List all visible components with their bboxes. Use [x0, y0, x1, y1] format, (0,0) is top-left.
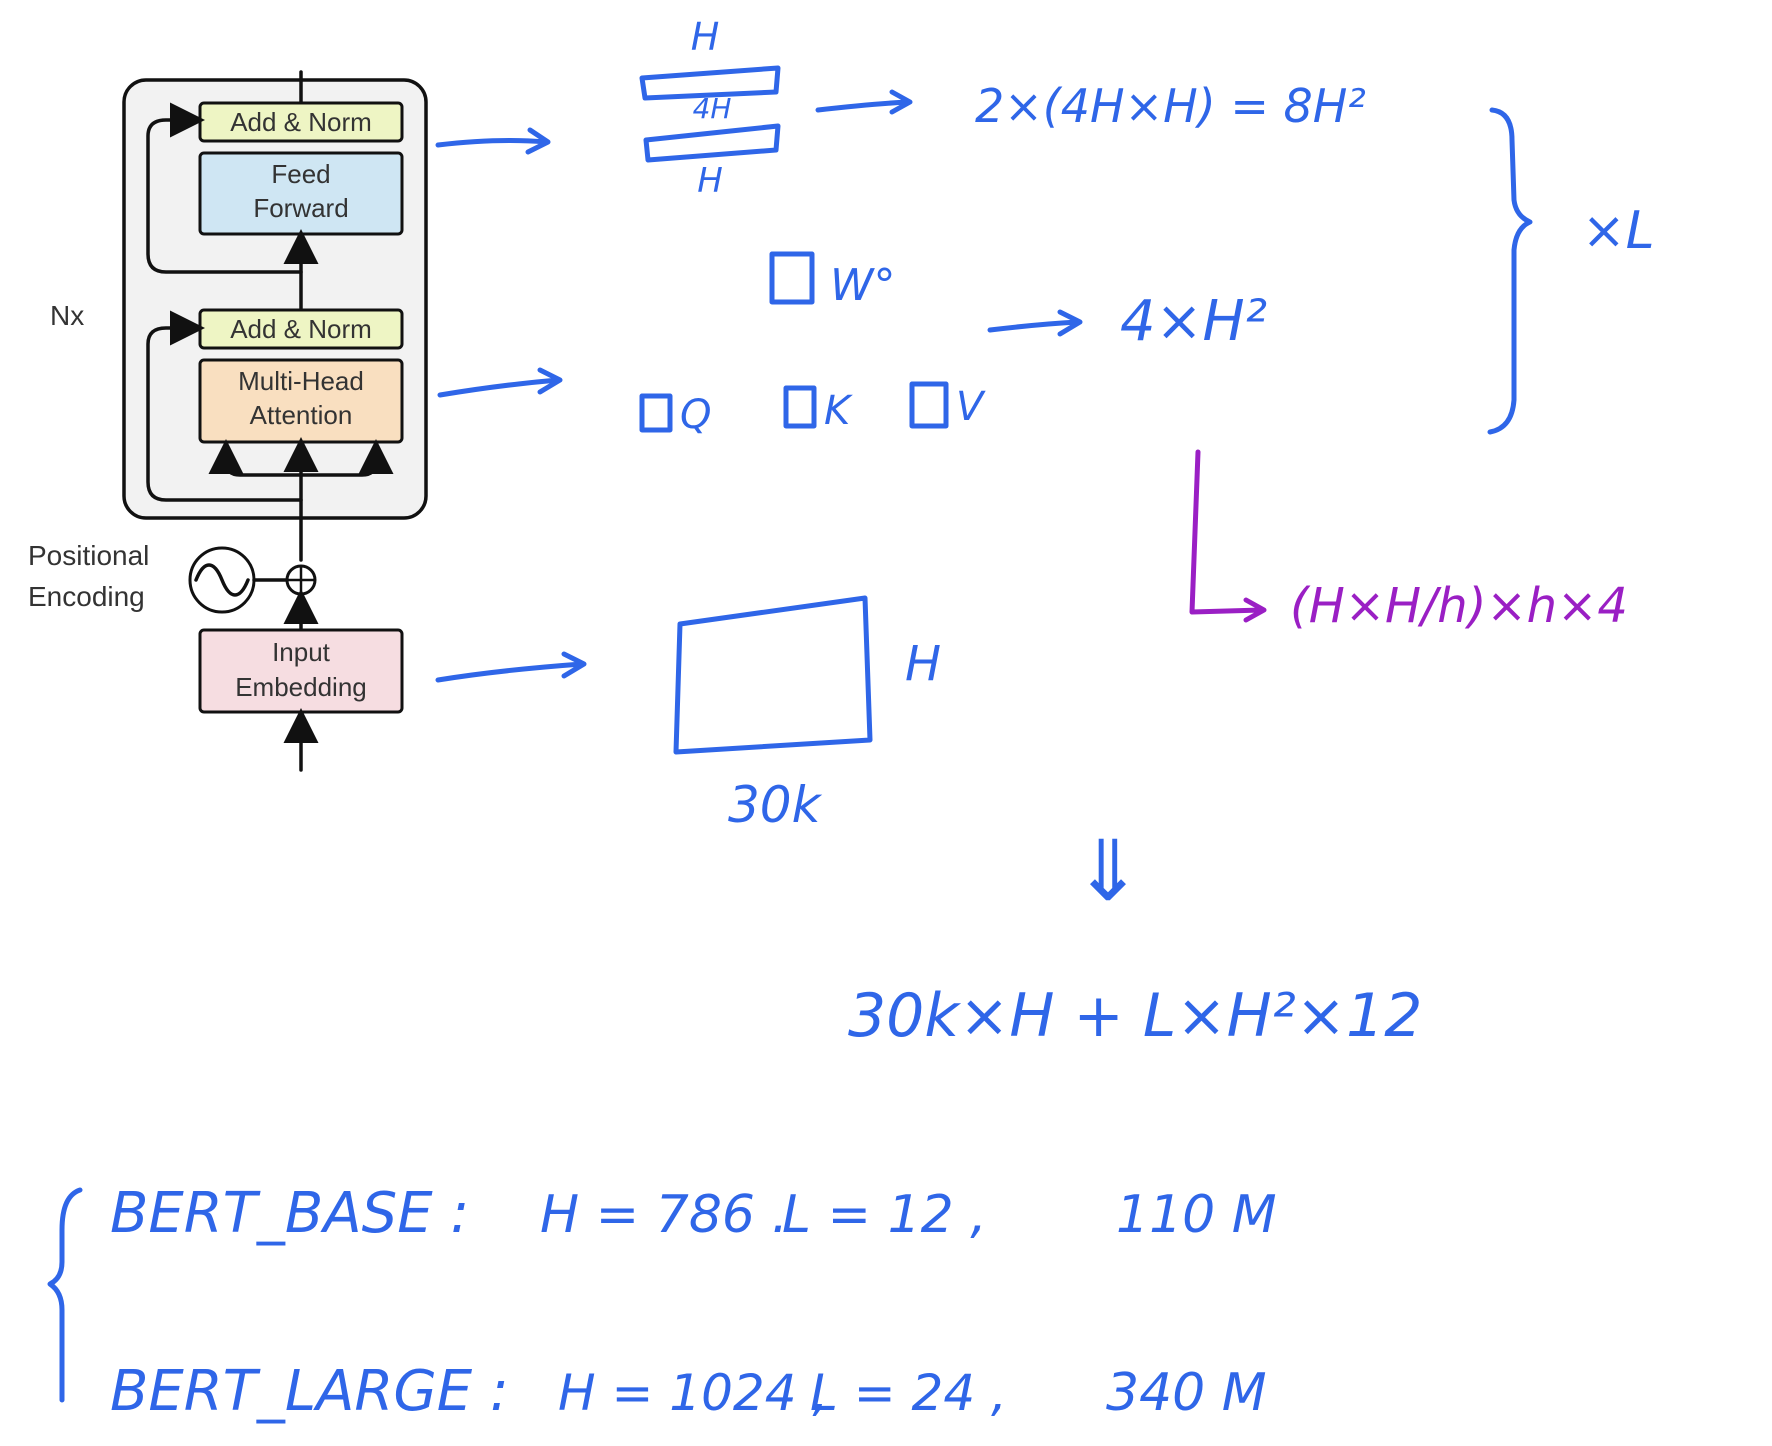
feed-forward-label-1: Feed — [271, 159, 330, 189]
bert-brace — [47, 1187, 83, 1403]
embed-30k-label: 30k — [728, 776, 823, 834]
ffn-formula: 2×(4H×H) = 8H² — [975, 79, 1366, 133]
v-matrix-icon — [909, 381, 949, 429]
bert-large-l: L = 24 , — [810, 1364, 1007, 1422]
head-breakdown-arrow — [1189, 449, 1267, 623]
q-label: Q — [680, 392, 711, 438]
bert-base-params: 110 M — [1116, 1185, 1277, 1245]
ffn-add-norm-label: Add & Norm — [230, 107, 372, 137]
head-formula: (H×H/h)×h×4 — [1290, 578, 1628, 634]
ffn-result-arrow — [815, 89, 913, 115]
encoder-panel — [122, 78, 428, 520]
attn-formula: 4×H² — [1120, 289, 1267, 354]
attn-residual-arrow — [146, 310, 303, 502]
ffn-w2-matrix — [643, 123, 781, 163]
ffn-residual-arrow — [146, 102, 303, 274]
layer-brace — [1487, 107, 1533, 435]
sine-wave-curve — [194, 563, 250, 597]
bert-base-h: H = 786 . — [540, 1185, 788, 1245]
mha-v-arrow — [299, 439, 394, 477]
bert-large-label: BERT_LARGE : — [110, 1359, 509, 1424]
v-label: V — [956, 384, 986, 430]
k-label: K — [824, 388, 853, 434]
q-matrix-icon — [639, 393, 673, 433]
k-matrix-icon — [783, 385, 817, 429]
ffn-w1-matrix — [639, 65, 781, 101]
embed-h-label: H — [905, 636, 941, 692]
ffn-4h-label: 4H — [693, 92, 732, 125]
mha-k-arrow — [208, 439, 303, 477]
wo-matrix-icon — [769, 251, 815, 305]
ffn-h-bottom: H — [697, 161, 723, 201]
ffn-h-top: H — [691, 15, 720, 59]
mha-label-2: Attention — [250, 400, 353, 430]
bert-large-h: H = 1024 , — [558, 1364, 828, 1422]
bert-base-l: L = 12 , — [782, 1185, 987, 1245]
total-formula: 30k×H + L×H²×12 — [848, 981, 1422, 1051]
input-embedding-label-1: Input — [272, 637, 331, 667]
embedding-matrix — [673, 595, 873, 755]
embed-pointer-arrow — [435, 651, 587, 683]
attn-pointer-arrow — [437, 367, 563, 398]
mha-label-1: Multi-Head — [238, 366, 364, 396]
wo-label: W° — [830, 260, 896, 311]
transformer-encoder-diagram: Nx Add & Norm Feed Forward Add & Norm Mu… — [28, 70, 428, 772]
attn-result-arrow — [987, 309, 1083, 337]
ffn-pointer-arrow — [435, 127, 551, 155]
positional-encoding-label-2: Encoding — [28, 581, 145, 612]
feed-forward-label-2: Forward — [253, 193, 348, 223]
positional-encoding-label-1: Positional — [28, 540, 149, 571]
bert-large-params: 340 M — [1106, 1363, 1267, 1423]
times-l-label: ×L — [1582, 201, 1655, 261]
input-embedding-label-2: Embedding — [235, 672, 367, 702]
nx-label: Nx — [50, 300, 84, 331]
handwritten-notes: H 4H H 2×(4H×H) = 8H² ×L W° 4×H² Q K V (… — [47, 15, 1655, 1424]
bert-base-label: BERT_BASE : — [110, 1181, 469, 1246]
attn-add-norm-label: Add & Norm — [230, 314, 372, 344]
down-arrow: ⇓ — [1073, 822, 1143, 920]
